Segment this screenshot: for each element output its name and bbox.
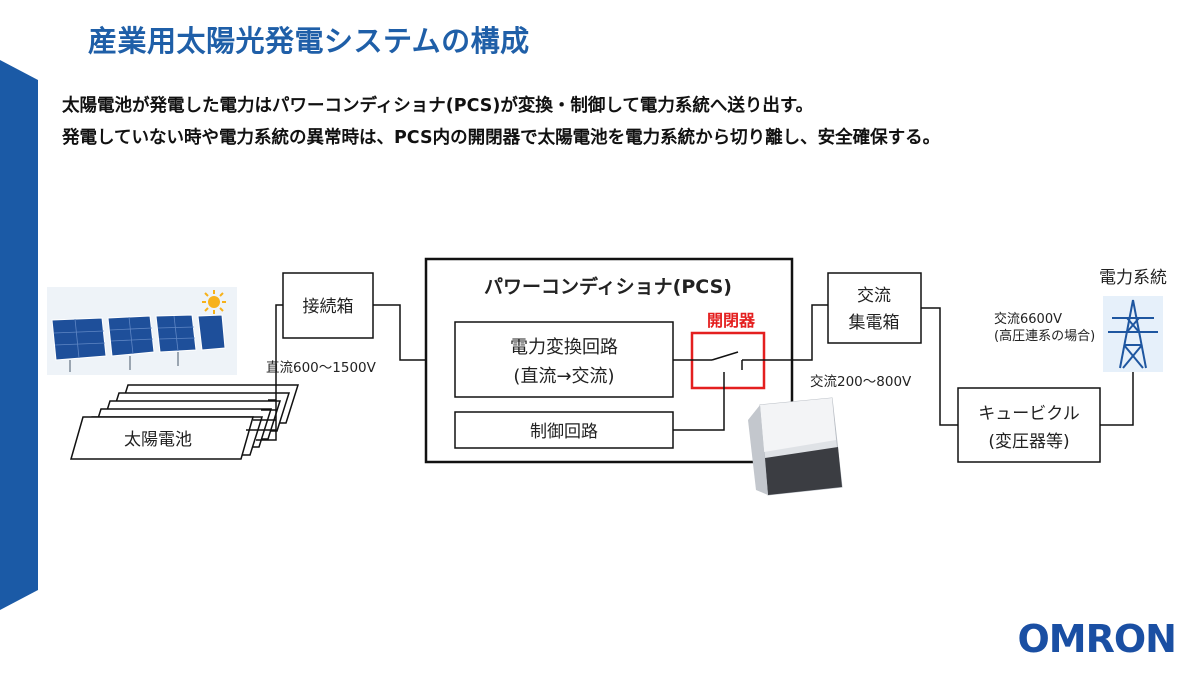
power-conversion-line2: (直流→交流) [513,366,614,387]
grid-voltage-line1: 交流6600V [994,311,1062,327]
ac-voltage-label: 交流200～800V [810,373,912,390]
ac-collector-line2: 集電箱 [849,313,900,333]
lead-line-2: 発電していない時や電力系統の異常時は、PCS内の開閉器で太陽電池を電力系統から切… [62,128,941,148]
page-title: 産業用太陽光発電システムの構成 [88,24,530,58]
switch-symbol [673,351,792,370]
power-conversion-line1: 電力変換回路 [510,337,618,358]
left-accent-bar [0,60,38,610]
power-conversion-circuit [454,321,674,398]
lead-line-1: 太陽電池が発電した電力はパワーコンディショナ(PCS)が変換・制御して電力系統へ… [62,96,814,116]
sun-icon [202,290,226,314]
junction-box-label: 接続箱 [303,297,354,317]
control-circuit-label: 制御回路 [530,422,598,442]
grid-voltage-line2: (高圧連系の場合) [994,328,1095,344]
cubicle-to-grid-line [1100,372,1134,426]
dc-voltage-label: 直流600～1500V [266,360,377,376]
switch-label: 開閉器 [707,311,756,330]
solar-cells-label: 太陽電池 [124,430,192,450]
control-line [673,372,725,431]
cubicle-box [957,387,1101,463]
dc-input-wires [246,304,283,441]
ac-line [792,304,828,361]
transmission-tower-icon [1103,296,1163,372]
ac-collector-box [827,272,922,344]
collector-to-cubicle-line [921,307,958,426]
cubicle-line1: キュービクル [978,404,1080,424]
junction-box [282,272,374,339]
ac-collector-line1: 交流 [857,286,891,306]
cubicle-line2: (変圧器等) [988,432,1069,452]
control-circuit [454,411,674,449]
pcs-title: パワーコンディショナ(PCS) [484,275,732,298]
pcs-device-image [748,397,843,496]
solar-cell-stack [70,384,300,460]
omron-logo: OMRON [1017,617,1177,661]
grid-label: 電力系統 [1099,268,1167,288]
